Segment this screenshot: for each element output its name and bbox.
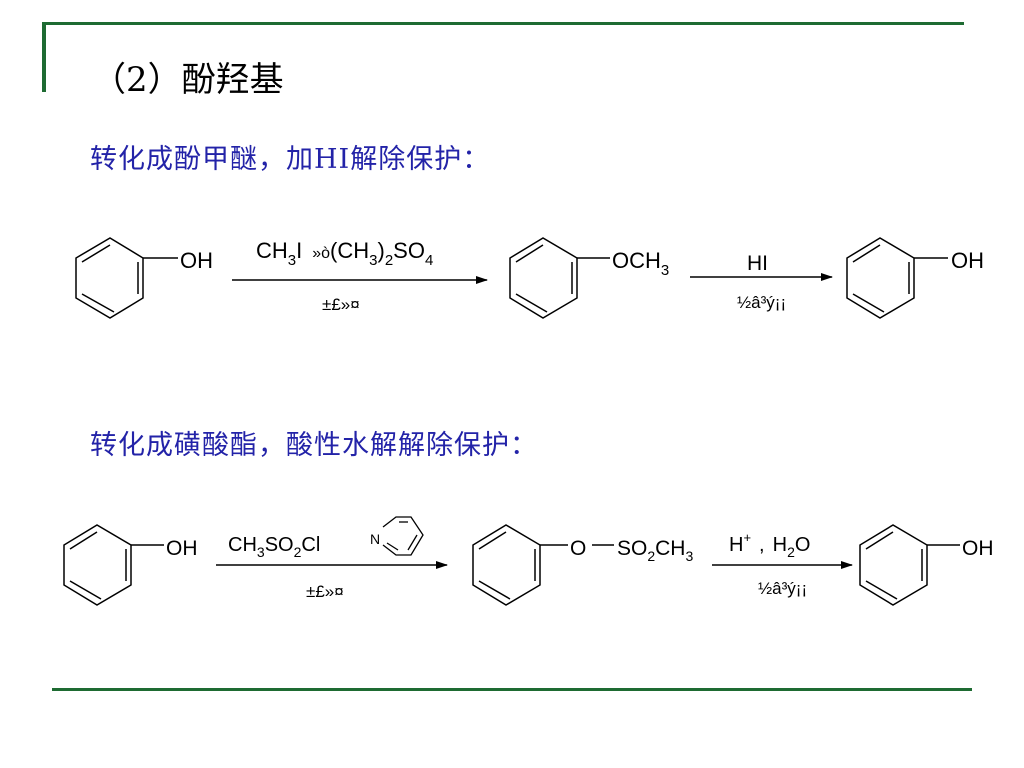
bottom-accent-bar	[52, 688, 972, 691]
left-accent-bar	[42, 22, 46, 92]
ester-oxygen-label: O	[570, 537, 586, 560]
mesyl-chloride-label: CH3SO2Cl	[228, 534, 320, 560]
product-oh-label-1: OH	[951, 248, 984, 273]
reaction2-heading: 转化成磺酸酯，酸性水解解除保护：	[90, 430, 538, 461]
phenol-product-2	[859, 524, 960, 606]
slide-title: （2）酚羟基	[92, 60, 284, 100]
acid-water-label: H+,H2O	[729, 530, 810, 560]
pyridine-molecule	[382, 516, 424, 556]
phenol-product-1	[846, 237, 948, 319]
product-oh-label-2: OH	[962, 537, 994, 560]
reaction1-heading: 转化成酚甲醚，加HI解除保护：	[90, 144, 491, 175]
mesylate-molecule	[472, 524, 614, 606]
phenol-oh-label: OH	[180, 248, 213, 273]
phenol-molecule-1	[75, 237, 178, 319]
phenol-oh-label-2: OH	[166, 537, 198, 560]
deprotection-label-2: ½â³ý¡¡	[758, 579, 807, 598]
anisole-molecule	[509, 237, 610, 319]
protection-label-1: ±£»¤	[322, 295, 360, 314]
top-accent-bar	[42, 22, 964, 25]
protection-label-2: ±£»¤	[306, 582, 344, 601]
methoxy-label: OCH3	[612, 248, 669, 279]
deprotection-label-1: ½â³ý¡¡	[737, 293, 786, 312]
methylation-reagents: CH3I»ò(CH3)2SO4	[256, 238, 433, 269]
phenol-molecule-2	[63, 524, 164, 606]
mesyl-group-label: SO2CH3	[617, 537, 693, 564]
hi-reagent-label: HI	[747, 252, 768, 275]
pyridine-n-label: N	[370, 531, 380, 547]
